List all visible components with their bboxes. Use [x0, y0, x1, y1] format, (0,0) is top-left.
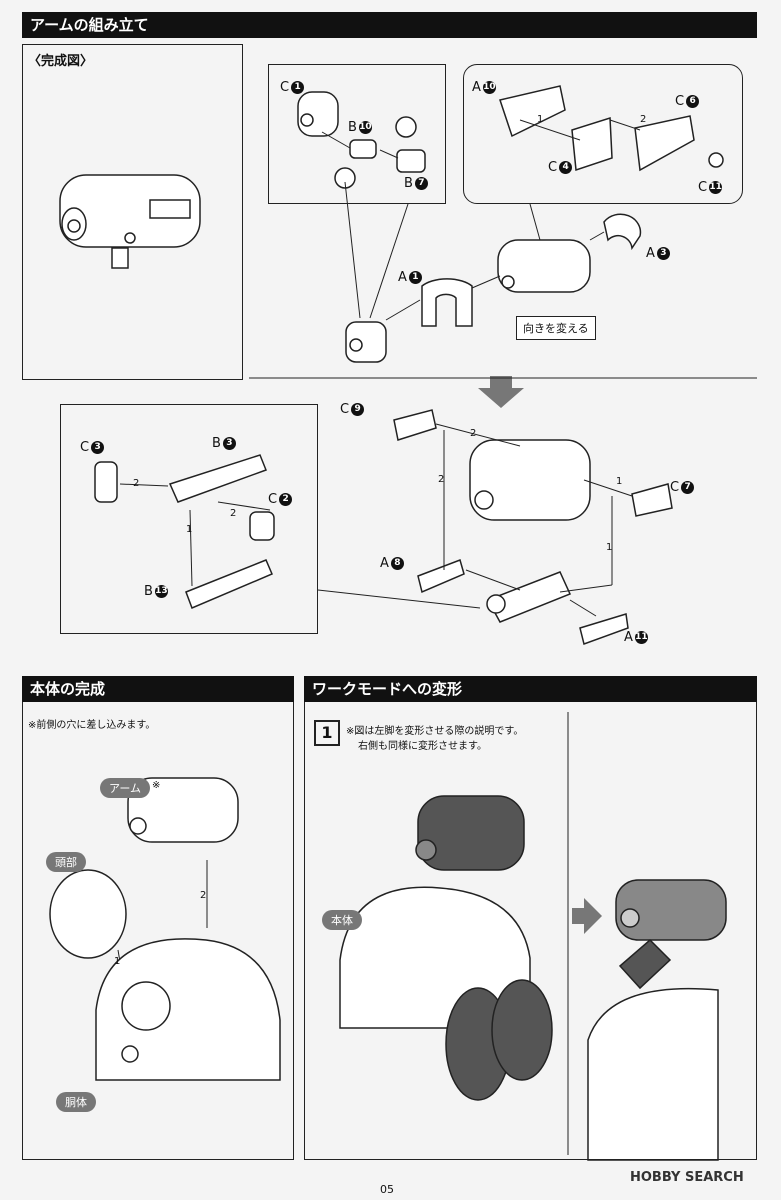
body-completion-note: ※前側の穴に差し込みます。	[28, 720, 156, 731]
arm-detail-box-right	[463, 64, 743, 204]
arm-outer-shell-illustration	[469, 439, 591, 521]
part-b13-illustration	[185, 559, 273, 609]
arm-body-illustration	[497, 239, 591, 293]
step-circle-c6: 2	[640, 114, 647, 125]
step-circle-a10-c4: 1	[537, 114, 544, 125]
step-circle-c7: 1	[616, 476, 623, 487]
hobby-search-watermark: HOBBY SEARCH	[630, 1170, 744, 1185]
part-a8-illustration	[417, 559, 465, 594]
completed-figure-panel	[22, 44, 243, 380]
transformed-arm-illustration	[615, 879, 727, 941]
body-tag: 本体	[322, 910, 362, 930]
section-header-arm-assembly: アームの組み立て	[22, 12, 757, 38]
body-completion-title: 本体の完成	[30, 680, 106, 698]
torso-illustration	[95, 938, 281, 1081]
work-mode-arm-illustration	[417, 795, 525, 871]
part-c4-illustration	[571, 116, 613, 172]
arm-joint-illustration	[486, 571, 572, 623]
body-completion-panel	[22, 676, 294, 1160]
arm-assembly-title: アームの組み立て	[30, 16, 149, 34]
arm-module-illustration	[127, 777, 239, 843]
section-header-body-completion: 本体の完成	[22, 676, 294, 702]
arm-front-illustration	[345, 321, 387, 363]
work-mode-step-number: 1	[314, 720, 340, 746]
arm-mark: ※	[152, 780, 161, 791]
part-b10-illustration	[349, 139, 377, 159]
part-a11-illustration	[579, 613, 629, 645]
right-leg-illustration	[491, 979, 553, 1081]
arm-detail-box-left	[268, 64, 446, 204]
arm-frame-detail-box	[60, 404, 318, 634]
part-a10-illustration	[499, 85, 566, 138]
step-circle-a11: 1	[606, 542, 613, 553]
work-mode-note-line1: ※図は左脚を変形させる際の説明です。	[346, 726, 524, 737]
part-b7-illustration	[396, 149, 426, 173]
part-c7-illustration	[631, 483, 673, 517]
part-b3-illustration	[168, 454, 267, 503]
completed-arm-illustration	[59, 174, 201, 248]
step-circle-arm: 2	[200, 890, 207, 901]
part-a1-illustration	[421, 278, 473, 327]
page-number: 05	[380, 1183, 394, 1196]
step-circle-b13: 1	[186, 524, 193, 535]
part-c3-illustration	[94, 461, 118, 503]
torso-tag: 胴体	[56, 1092, 96, 1112]
completed-figure-label: 〈完成図〉	[28, 54, 94, 69]
head-illustration	[49, 869, 127, 959]
part-c6-illustration	[634, 115, 695, 172]
step-circle-c2: 2	[230, 508, 237, 519]
part-c2-illustration	[249, 511, 275, 541]
part-c9-illustration	[393, 409, 437, 441]
work-mode-title: ワークモードへの変形	[312, 680, 463, 698]
orientation-callout: 向きを変える	[516, 316, 596, 340]
step-circle-head: 1	[114, 956, 121, 967]
step-circle-c3: 2	[133, 478, 140, 489]
transformed-body-illustration	[587, 987, 719, 1161]
step-circle-c9: 2	[470, 428, 477, 439]
arm-tag: アーム	[100, 778, 151, 798]
section-header-work-mode: ワークモードへの変形	[304, 676, 757, 702]
head-tag: 頭部	[46, 852, 86, 872]
part-c11-illustration	[708, 152, 724, 168]
work-mode-note-line2: 右側も同様に変形させます。	[358, 741, 487, 752]
part-a3-illustration	[603, 213, 642, 251]
step-circle-a8: 2	[438, 474, 445, 485]
